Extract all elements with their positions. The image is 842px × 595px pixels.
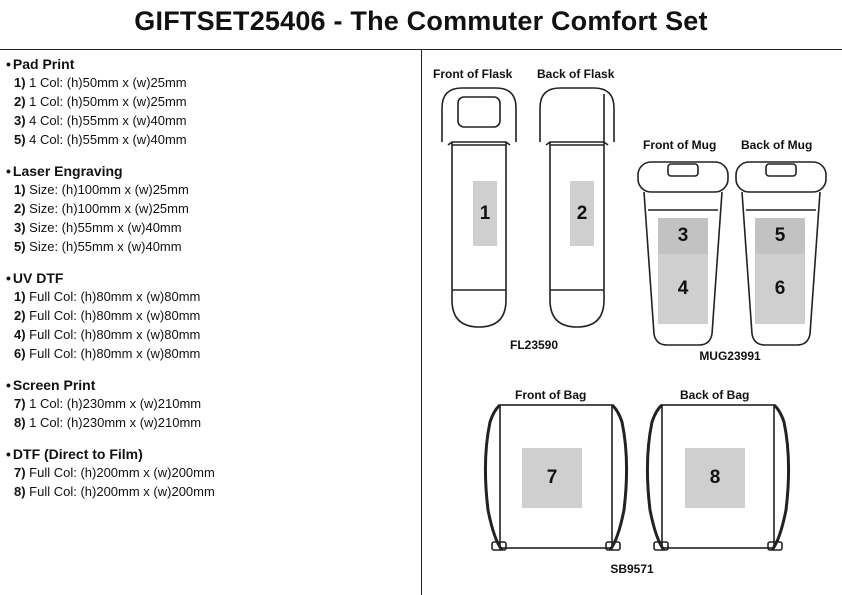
option-text: 1 Col: (h)230mm x (w)210mm	[25, 415, 202, 430]
method-option: 3) 4 Col: (h)55mm x (w)40mm	[6, 111, 416, 130]
header-divider	[0, 49, 842, 50]
option-text: Size: (h)55mm x (w)40mm	[25, 239, 182, 254]
method-title: •Pad Print	[6, 56, 416, 73]
method-option: 5) 4 Col: (h)55mm x (w)40mm	[6, 130, 416, 149]
option-number: 3)	[14, 220, 26, 235]
bullet-icon: •	[6, 446, 11, 462]
option-text: Full Col: (h)80mm x (w)80mm	[25, 327, 201, 342]
print-area-1: 1	[473, 181, 497, 246]
back-of-bag-label: Back of Bag	[680, 388, 750, 402]
method-option: 7) Full Col: (h)200mm x (w)200mm	[6, 463, 416, 482]
flask-product-code: FL23590	[509, 338, 559, 352]
method-name: UV DTF	[12, 270, 64, 286]
print-area-2: 2	[570, 181, 594, 246]
method-option: 2) 1 Col: (h)50mm x (w)25mm	[6, 92, 416, 111]
method-option: 2) Size: (h)100mm x (w)25mm	[6, 199, 416, 218]
option-text: Size: (h)55mm x (w)40mm	[25, 220, 182, 235]
mug-back-outline	[735, 161, 827, 346]
option-number: 8)	[14, 415, 26, 430]
option-text: 4 Col: (h)55mm x (w)40mm	[25, 132, 187, 147]
bullet-icon: •	[6, 163, 11, 179]
bag-product-code: SB9571	[610, 562, 654, 576]
method-name: DTF (Direct to Film)	[12, 446, 143, 462]
option-number: 5)	[14, 132, 26, 147]
bullet-icon: •	[6, 270, 11, 286]
mug-product-code: MUG23991	[699, 349, 761, 363]
bag-front-outline	[483, 403, 629, 551]
option-text: Full Col: (h)200mm x (w)200mm	[25, 484, 215, 499]
back-of-mug-label: Back of Mug	[741, 138, 813, 152]
option-number: 3)	[14, 113, 26, 128]
option-number: 5)	[14, 239, 26, 254]
page-title: GIFTSET25406 - The Commuter Comfort Set	[134, 6, 708, 36]
back-of-flask-label: Back of Flask	[537, 67, 615, 81]
flask-back-outline	[539, 87, 615, 328]
bag-back-outline	[645, 403, 791, 551]
print-area-3: 3	[658, 218, 708, 254]
option-number: 1)	[14, 75, 26, 90]
bullet-icon: •	[6, 56, 11, 72]
method-option: 1) Size: (h)100mm x (w)25mm	[6, 180, 416, 199]
method-title: •UV DTF	[6, 270, 416, 287]
method-name: Laser Engraving	[12, 163, 123, 179]
method-option: 1) 1 Col: (h)50mm x (w)25mm	[6, 73, 416, 92]
option-text: Full Col: (h)80mm x (w)80mm	[25, 289, 201, 304]
option-number: 4)	[14, 327, 26, 342]
method-option: 8) 1 Col: (h)230mm x (w)210mm	[6, 413, 416, 432]
print-area-5: 5	[755, 218, 805, 254]
option-text: Size: (h)100mm x (w)25mm	[25, 201, 189, 216]
option-text: Full Col: (h)80mm x (w)80mm	[25, 308, 201, 323]
method-option: 4) Full Col: (h)80mm x (w)80mm	[6, 325, 416, 344]
method-title: •Laser Engraving	[6, 163, 416, 180]
method-title: •Screen Print	[6, 377, 416, 394]
option-number: 1)	[14, 182, 26, 197]
method-option: 7) 1 Col: (h)230mm x (w)210mm	[6, 394, 416, 413]
option-number: 7)	[14, 396, 26, 411]
flask-front-outline	[441, 87, 517, 328]
method-name: Screen Print	[12, 377, 96, 393]
method-option: 2) Full Col: (h)80mm x (w)80mm	[6, 306, 416, 325]
option-number: 2)	[14, 201, 26, 216]
mug-front-outline	[637, 161, 729, 346]
option-text: 1 Col: (h)50mm x (w)25mm	[25, 75, 187, 90]
method-option: 6) Full Col: (h)80mm x (w)80mm	[6, 344, 416, 363]
front-of-flask-label: Front of Flask	[433, 67, 513, 81]
method-option: 3) Size: (h)55mm x (w)40mm	[6, 218, 416, 237]
option-text: Full Col: (h)200mm x (w)200mm	[25, 465, 215, 480]
option-number: 7)	[14, 465, 26, 480]
front-of-bag-label: Front of Bag	[515, 388, 587, 402]
method-option: 1) Full Col: (h)80mm x (w)80mm	[6, 287, 416, 306]
option-number: 6)	[14, 346, 26, 361]
print-area-7: 7	[522, 448, 582, 508]
option-text: 4 Col: (h)55mm x (w)40mm	[25, 113, 187, 128]
column-divider	[421, 50, 422, 595]
option-number: 1)	[14, 289, 26, 304]
method-option: 8) Full Col: (h)200mm x (w)200mm	[6, 482, 416, 501]
print-area-6: 6	[755, 254, 805, 324]
method-option: 5) Size: (h)55mm x (w)40mm	[6, 237, 416, 256]
option-number: 2)	[14, 94, 26, 109]
option-number: 8)	[14, 484, 26, 499]
method-block: •DTF (Direct to Film)7) Full Col: (h)200…	[6, 446, 416, 501]
option-text: 1 Col: (h)50mm x (w)25mm	[25, 94, 187, 109]
option-text: Full Col: (h)80mm x (w)80mm	[25, 346, 201, 361]
product-outlines	[441, 87, 827, 551]
option-number: 2)	[14, 308, 26, 323]
bullet-icon: •	[6, 377, 11, 393]
print-area-8: 8	[685, 448, 745, 508]
front-of-mug-label: Front of Mug	[643, 138, 717, 152]
print-area-4: 4	[658, 254, 708, 324]
product-artwork: Front of Flask Back of Flask 1 2 FL23590…	[422, 50, 842, 595]
method-title: •DTF (Direct to Film)	[6, 446, 416, 463]
option-text: 1 Col: (h)230mm x (w)210mm	[25, 396, 202, 411]
option-text: Size: (h)100mm x (w)25mm	[25, 182, 189, 197]
method-name: Pad Print	[12, 56, 75, 72]
